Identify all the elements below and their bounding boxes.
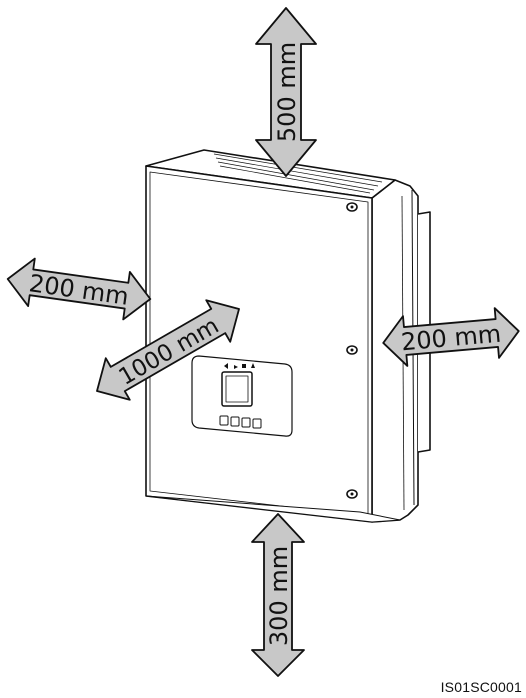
control-buttons <box>219 415 262 429</box>
clearance-label-bottom: 300 mm <box>265 546 293 646</box>
clearance-arrow-top: 500 mm <box>255 7 317 177</box>
clearance-label-top: 500 mm <box>273 42 301 142</box>
clearance-label-left: 200 mm <box>27 269 130 311</box>
status-led-icon <box>224 363 255 369</box>
lcd-screen <box>221 371 253 407</box>
inverter <box>145 149 431 523</box>
display-panel <box>191 355 293 437</box>
clearance-arrow-left: 200 mm <box>6 257 152 321</box>
mounting-screw-icon <box>346 202 358 499</box>
clearance-arrow-bottom: 300 mm <box>251 513 305 677</box>
figure-code: IS01SC0001 <box>440 679 522 695</box>
